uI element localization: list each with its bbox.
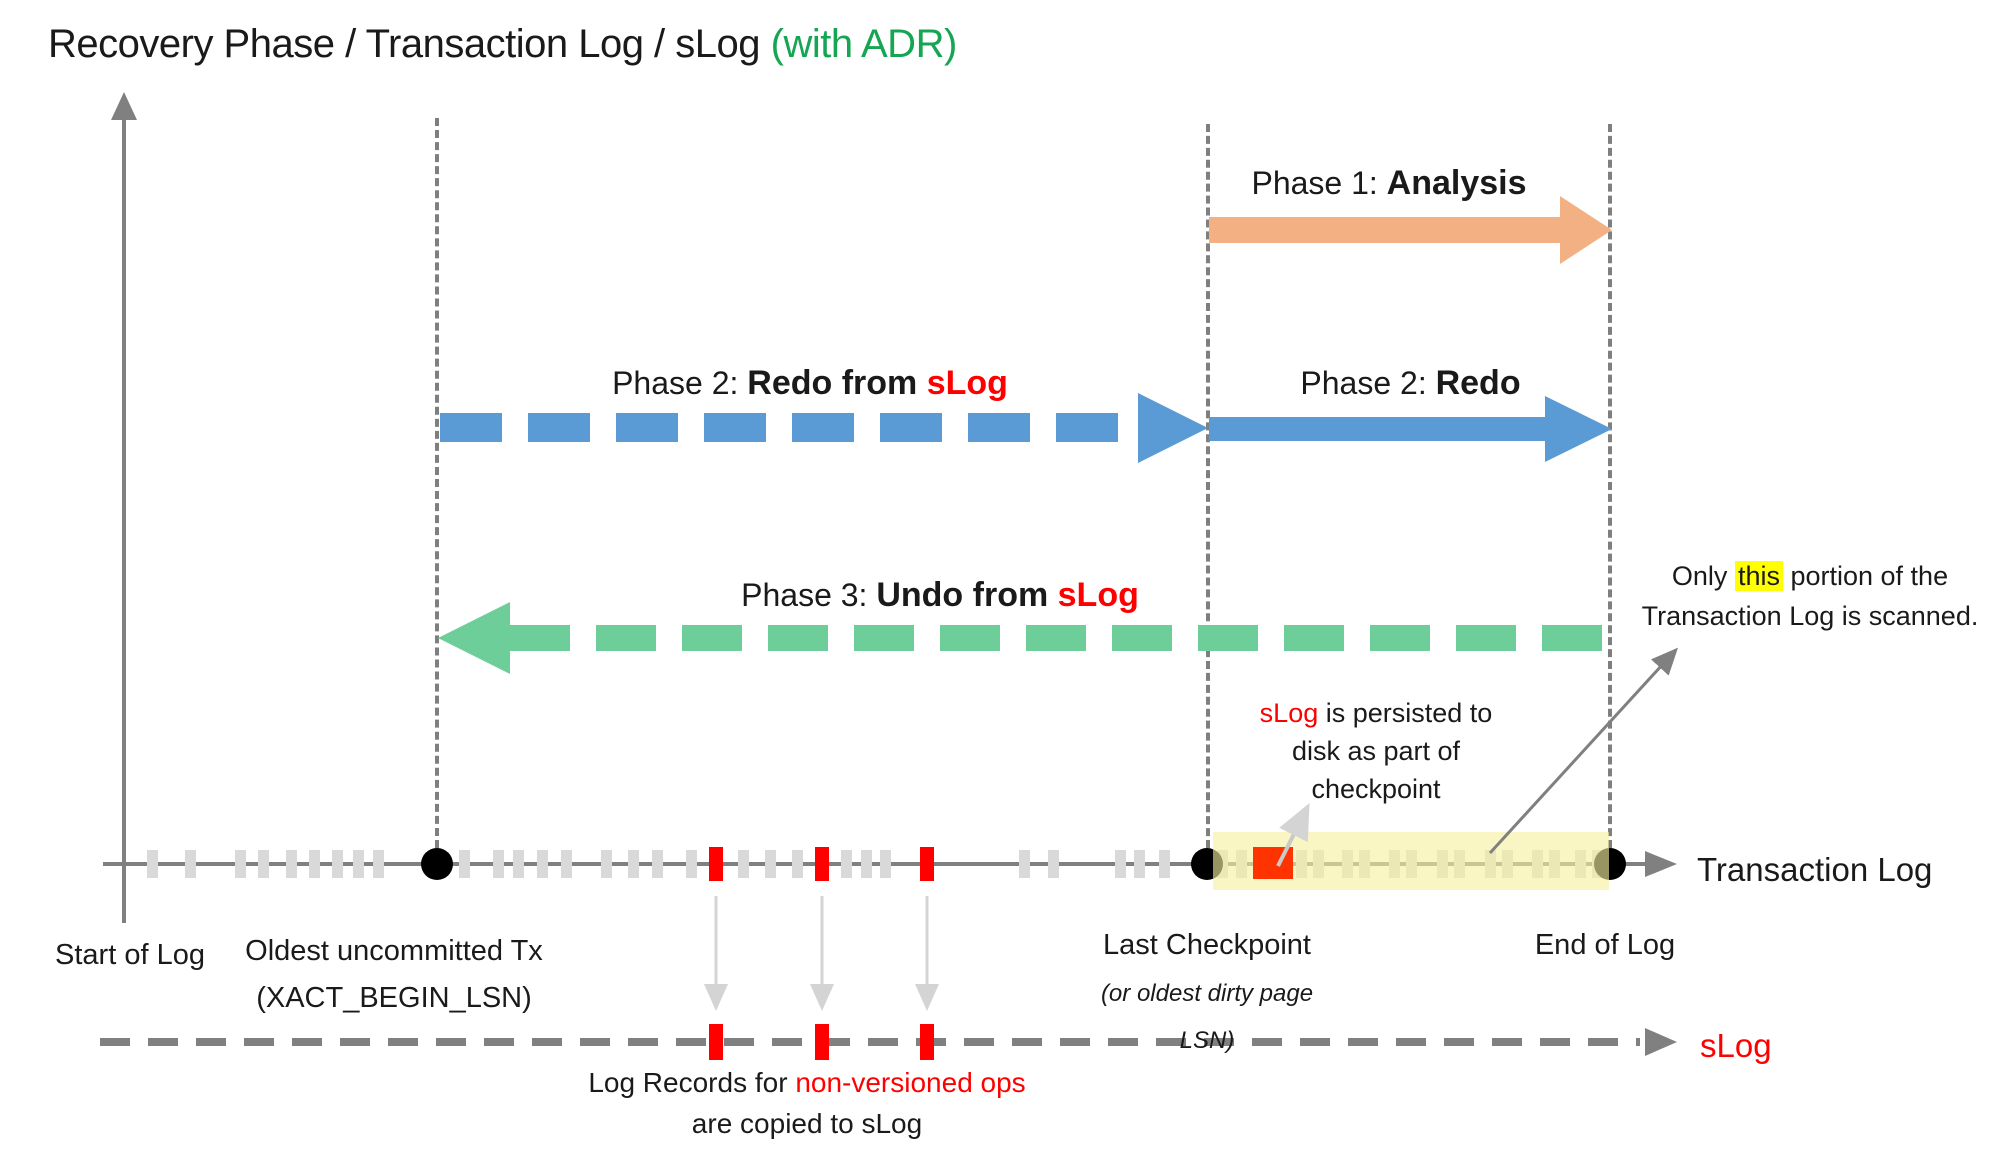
log-record-tick: [764, 850, 776, 878]
vertical-axis-line: [122, 116, 126, 923]
copy-note-black: Log Records for: [588, 1067, 796, 1098]
persist-note-rest: is persisted to: [1318, 698, 1493, 728]
phase2s-bold: Redo from: [747, 364, 927, 402]
log-record-tick: [1133, 850, 1145, 878]
phase3-undo-label: Phase 3: Undo from sLog: [510, 576, 1370, 615]
log-position-dot: [421, 848, 453, 880]
transaction-log-arrowhead-icon: [1645, 851, 1677, 877]
last-checkpoint-line1: Last Checkpoint: [1103, 929, 1311, 961]
log-record-tick: [184, 850, 196, 878]
phase2-redo-from-slog-label: Phase 2: Redo from sLog: [440, 364, 1180, 403]
guide-end-of-log: [1608, 124, 1612, 848]
non-versioned-op-record: [920, 847, 934, 881]
log-record-tick: [536, 850, 548, 878]
last-checkpoint-sub2: LSN): [1179, 1027, 1235, 1054]
label-oldest-uncommitted-tx: Oldest uncommitted Tx (XACT_BEGIN_LSN): [194, 928, 594, 1022]
slog-persist-note: sLog is persisted to disk as part of che…: [1226, 694, 1526, 808]
scan-note-post: portion of the: [1782, 561, 1949, 591]
page-title: Recovery Phase / Transaction Log / sLog …: [48, 22, 957, 67]
log-record-tick: [737, 850, 749, 878]
slog-line: [100, 1038, 1640, 1046]
phase2-name: Redo: [1435, 364, 1521, 402]
phase3-slog: sLog: [1057, 576, 1139, 614]
log-record-tick: [840, 850, 852, 878]
slog-checkpoint-record-marker: [1253, 847, 1293, 879]
log-record-tick: [234, 850, 246, 878]
phase3-undo-from-slog-arrow: [510, 625, 1609, 651]
log-record-tick: [372, 850, 384, 878]
log-record-tick: [331, 850, 343, 878]
log-record-tick: [1114, 850, 1126, 878]
phase2-redo-arrow: [1209, 417, 1545, 441]
phase1-analysis-arrow: [1209, 217, 1560, 243]
label-slog: sLog: [1700, 1027, 1772, 1064]
log-record-tick: [560, 850, 572, 878]
scan-note-pre: Only: [1671, 561, 1735, 591]
log-record-tick: [860, 850, 872, 878]
log-record-tick: [879, 850, 891, 878]
slog-record: [920, 1024, 934, 1060]
phase2s-slog: sLog: [926, 364, 1008, 402]
slog-arrowhead-icon: [1645, 1028, 1677, 1056]
phase2-prefix: Phase 2:: [1300, 365, 1436, 401]
guide-oldest-uncommitted-tx: [435, 118, 439, 848]
last-checkpoint-sub1: (or oldest dirty page: [1100, 980, 1314, 1007]
phase2-redo-label: Phase 2: Redo: [1209, 364, 1612, 403]
transaction-log-line: [103, 862, 1645, 866]
log-record-tick: [1018, 850, 1030, 878]
log-record-tick: [308, 850, 320, 878]
phase2-redo-arrowhead-icon: [1545, 396, 1612, 462]
copy-note-line2: are copied to sLog: [691, 1108, 923, 1139]
scan-note-highlight: this: [1734, 561, 1783, 591]
log-record-tick: [791, 850, 803, 878]
log-record-tick: [352, 850, 364, 878]
guide-last-checkpoint: [1206, 124, 1210, 848]
log-record-tick: [257, 850, 269, 878]
non-versioned-op-record: [709, 847, 723, 881]
title-accent-adr: (with ADR): [770, 22, 958, 66]
slog-copy-note: Log Records for non-versioned ops are co…: [557, 1062, 1057, 1144]
label-start-of-log: Start of Log: [55, 939, 205, 971]
log-record-tick: [1158, 850, 1170, 878]
slog-record: [815, 1024, 829, 1060]
phase2-redo-from-slog-arrow: [440, 413, 1138, 442]
label-transaction-log: Transaction Log: [1697, 851, 1933, 888]
phase3-undo-arrowhead-icon: [438, 602, 510, 674]
phase3-prefix: Phase 3:: [741, 577, 877, 613]
log-record-tick: [146, 850, 158, 878]
phase2s-prefix: Phase 2:: [612, 365, 748, 401]
log-record-tick: [285, 850, 297, 878]
vertical-axis-arrowhead-icon: [111, 92, 137, 120]
phase1-prefix: Phase 1:: [1251, 165, 1387, 201]
phase3-bold: Undo from: [876, 576, 1058, 614]
phase1-arrowhead-icon: [1560, 196, 1612, 264]
persist-note-slog: sLog: [1259, 698, 1319, 728]
persist-note-line3: checkpoint: [1311, 774, 1441, 804]
oldest-tx-line2: (XACT_BEGIN_LSN): [256, 982, 532, 1014]
label-end-of-log: End of Log: [1534, 929, 1676, 961]
label-last-checkpoint: Last Checkpoint (or oldest dirty page LS…: [1032, 922, 1382, 1063]
copy-note-red: non-versioned ops: [795, 1067, 1026, 1098]
phase2-redo-from-slog-arrowhead-icon: [1138, 393, 1208, 463]
log-record-tick: [651, 850, 663, 878]
log-record-tick: [627, 850, 639, 878]
log-record-tick: [512, 850, 524, 878]
non-versioned-op-record: [815, 847, 829, 881]
phase1-name: Analysis: [1386, 164, 1527, 202]
oldest-tx-line1: Oldest uncommitted Tx: [245, 935, 543, 967]
slog-record: [709, 1024, 723, 1060]
phase1-label: Phase 1: Analysis: [1209, 164, 1569, 203]
persist-note-line2: disk as part of: [1291, 736, 1461, 766]
scan-note-line2: Transaction Log is scanned.: [1641, 601, 1979, 631]
log-record-tick: [458, 850, 470, 878]
title-main: Recovery Phase / Transaction Log / sLog: [48, 22, 771, 66]
log-record-tick: [600, 850, 612, 878]
scanned-portion-note: Only this portion of the Transaction Log…: [1615, 556, 2001, 636]
log-record-tick: [1047, 850, 1059, 878]
log-record-tick: [685, 850, 697, 878]
log-record-tick: [492, 850, 504, 878]
